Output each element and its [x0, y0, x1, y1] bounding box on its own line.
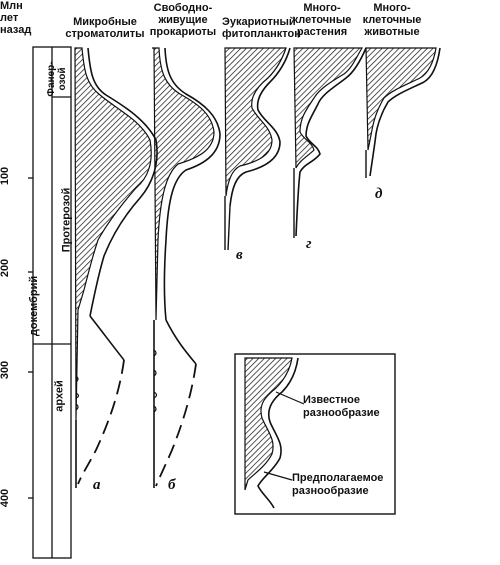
column-a-shape — [74, 47, 158, 488]
column-v-shape — [224, 47, 291, 251]
column-header-stromatolites: Микробные строматолиты — [65, 16, 145, 40]
axis-title-line-2: лет — [0, 12, 19, 24]
column-b-shape — [152, 47, 221, 488]
letter-g: г — [306, 236, 312, 252]
column-header-plants: Много-клеточные растения — [292, 2, 352, 38]
legend-assumed-label: Предполагаемое разнообразие — [292, 472, 384, 497]
column-header-prokaryotes: Свободно-живущие прокариоты — [149, 2, 217, 38]
letter-v: в — [236, 247, 243, 263]
letter-b: б — [168, 477, 176, 493]
column-header-phytoplankton: Эукариотный фитопланктон — [222, 16, 301, 40]
legend-pointer-assumed — [263, 471, 293, 481]
letter-a: а — [93, 477, 101, 493]
column-header-animals: Много-клеточные животные — [362, 2, 422, 38]
letter-d: д — [375, 186, 383, 202]
axis-title-line-1: Млн — [0, 0, 23, 12]
legend-known-label: Известное разнообразие — [303, 394, 380, 419]
axis-title: Млн лет назад — [0, 0, 40, 36]
column-g-shape — [293, 47, 367, 238]
timescale-frame — [28, 46, 72, 559]
axis-title-line-3: назад — [0, 24, 32, 36]
column-d-shape — [365, 47, 441, 178]
legend-box — [234, 353, 396, 515]
legend-pointer-known — [275, 391, 305, 405]
